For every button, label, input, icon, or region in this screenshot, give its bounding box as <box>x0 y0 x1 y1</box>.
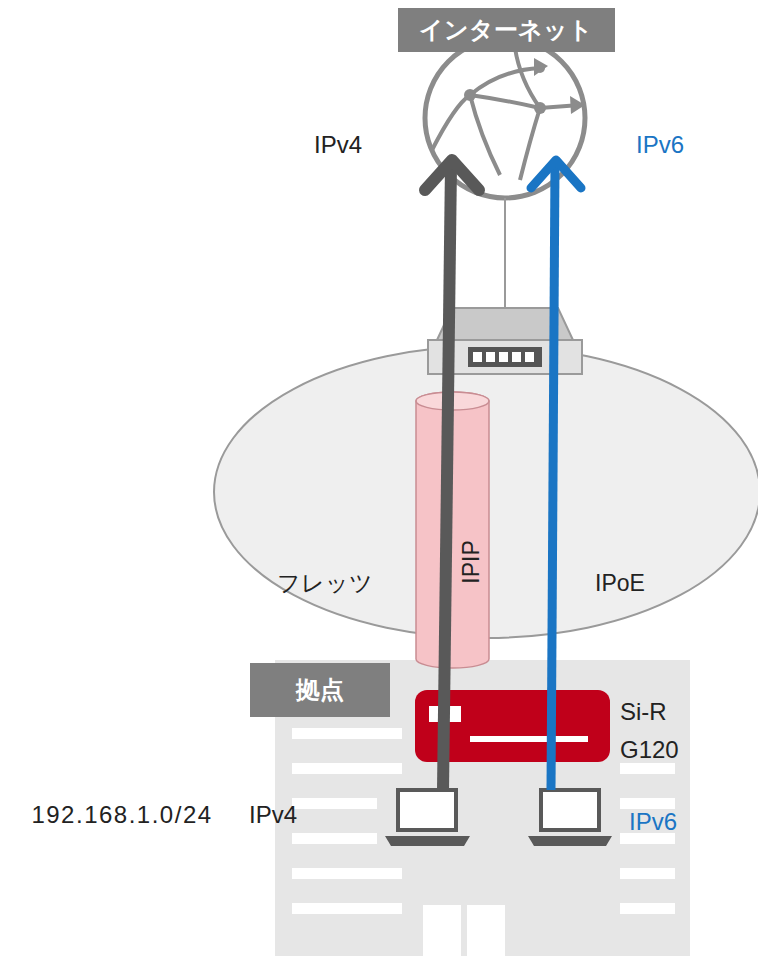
globe-dot <box>464 89 476 101</box>
window <box>292 798 377 809</box>
arrow-head <box>531 160 581 188</box>
window <box>620 868 675 879</box>
protocol-label: IPv4 <box>249 801 297 829</box>
laptop-icon <box>385 790 470 846</box>
port <box>473 352 482 362</box>
link-line <box>504 198 506 308</box>
window <box>292 903 402 914</box>
node-label: フレッツ <box>277 572 373 595</box>
globe-line <box>515 48 540 108</box>
protocol-label: IPv6 <box>636 131 684 159</box>
router-ports <box>468 347 542 367</box>
node-label: IPoE <box>595 572 645 595</box>
window <box>292 868 402 879</box>
laptop-base <box>385 836 470 846</box>
port <box>525 352 534 362</box>
window <box>292 728 402 739</box>
subnet-label: 192.168.1.0/24 <box>31 801 212 829</box>
globe-dots <box>464 58 585 114</box>
building-windows <box>292 728 675 956</box>
globe-line <box>470 95 500 175</box>
ipv6-flow-arrow <box>531 160 581 790</box>
port <box>486 352 495 362</box>
window <box>292 833 377 844</box>
arrow-shaft <box>551 165 555 790</box>
device-name: Si-R G120 <box>620 693 700 769</box>
window <box>292 763 402 774</box>
box-title: インターネット <box>419 16 593 44</box>
laptop-icon <box>528 790 612 846</box>
site-box: 拠点 <box>250 663 390 717</box>
door <box>423 905 461 956</box>
internet-box: インターネット <box>398 8 615 52</box>
protocol-label: IPv4 <box>314 131 362 159</box>
laptop-screen <box>398 790 456 830</box>
node-label: IPIP <box>460 540 483 583</box>
arrow-head <box>425 160 479 190</box>
window <box>620 798 675 809</box>
globe-arrowhead <box>534 58 548 76</box>
box-title: 拠点 <box>296 676 344 704</box>
laptop-screen <box>541 790 599 830</box>
arrow-shaft <box>443 165 451 790</box>
window <box>620 763 675 774</box>
device-bar <box>470 736 588 742</box>
router-port-slots <box>473 352 534 362</box>
protocol-label: IPv6 <box>629 808 677 836</box>
globe-dot <box>534 102 546 114</box>
door <box>467 905 505 956</box>
globe-arrowhead <box>570 96 585 114</box>
globe-line <box>470 95 580 108</box>
globe-line <box>520 108 540 180</box>
laptop-base <box>528 836 612 846</box>
port <box>499 352 508 362</box>
ipv4-flow-arrow <box>425 160 479 790</box>
window <box>620 903 675 914</box>
port <box>512 352 521 362</box>
